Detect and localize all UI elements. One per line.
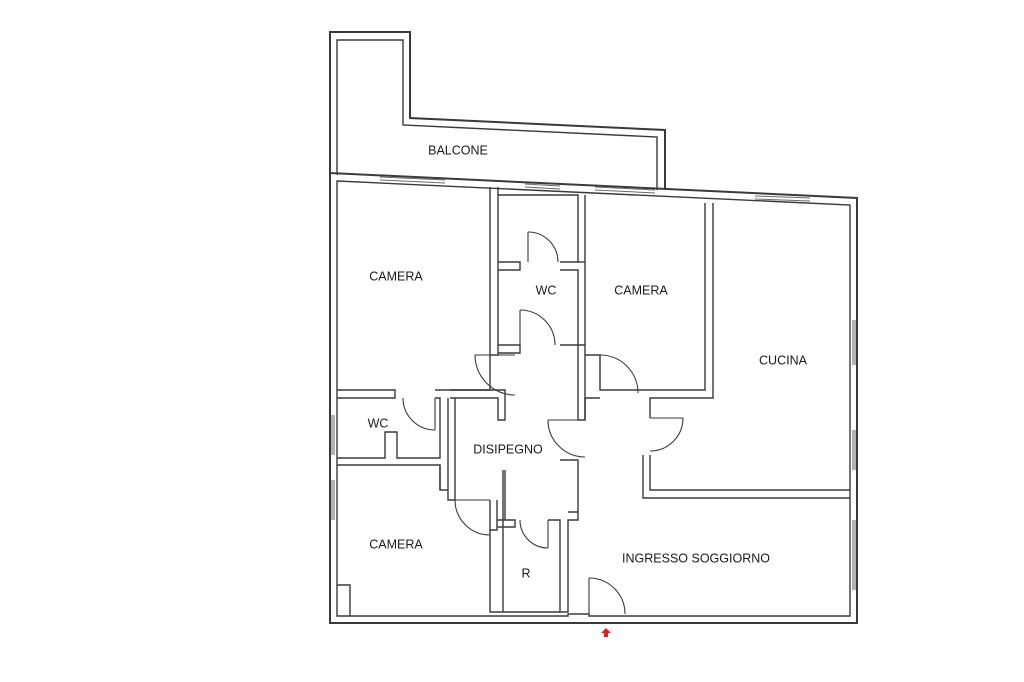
room-label-camera-bottom-left: CAMERA: [369, 537, 423, 551]
windows: [331, 176, 856, 590]
interior-walls: [337, 187, 850, 613]
room-label-camera-top-right: CAMERA: [614, 283, 668, 297]
room-label-disimpegno: DISIPEGNO: [473, 442, 543, 456]
room-label-wc-left: WC: [368, 416, 389, 430]
doors: [402, 231, 684, 615]
room-label-cucina: CUCINA: [759, 353, 808, 367]
balcony-walls: [329, 31, 666, 190]
room-label-wc-top: WC: [536, 283, 557, 297]
room-label-ingresso-soggiorno: INGRESSO SOGGIORNO: [622, 551, 770, 565]
room-label-camera-top-left: CAMERA: [369, 269, 423, 283]
room-label-ripostiglio: R: [521, 566, 530, 580]
room-labels: BALCONE CAMERA WC CAMERA CUCINA WC DISIP…: [368, 143, 808, 580]
entrance-arrow-icon: [601, 628, 611, 637]
room-label-balcone: BALCONE: [428, 143, 488, 157]
